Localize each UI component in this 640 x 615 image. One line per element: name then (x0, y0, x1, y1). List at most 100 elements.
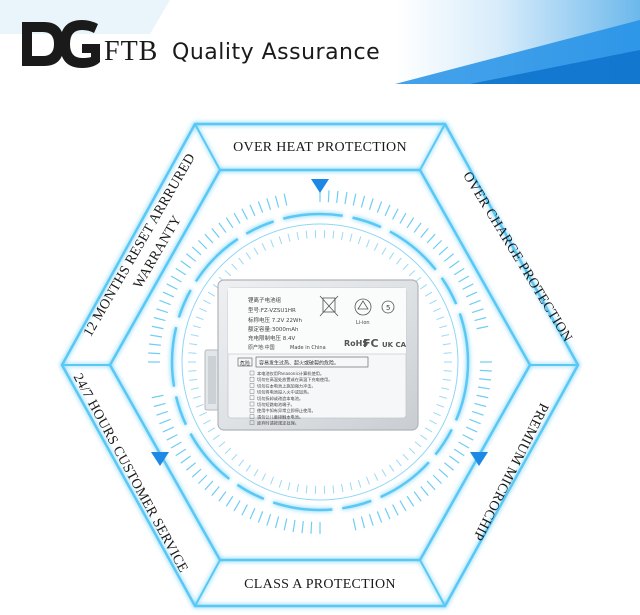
ring-tick (474, 402, 487, 408)
ring-tick (207, 427, 216, 433)
ring-tick (231, 453, 238, 461)
ring-tick (357, 236, 362, 245)
ring-tick (212, 434, 220, 440)
ring-tick (159, 299, 171, 306)
ring-tick (476, 394, 489, 399)
ring-tick (188, 370, 197, 372)
ring-tick (241, 504, 248, 516)
ring-tick (204, 233, 214, 244)
ring-tick (352, 518, 357, 531)
ring-tick (270, 476, 275, 485)
ring-tick (399, 500, 407, 512)
ring-tick (477, 386, 490, 390)
ring-tick (349, 233, 353, 242)
ring-tick (408, 447, 416, 455)
ring-tick (449, 455, 460, 464)
ring-tick (449, 260, 460, 269)
ring-tick (424, 291, 433, 297)
ring-tick (257, 511, 264, 523)
ring-tick (436, 403, 445, 408)
ring-tick (384, 507, 391, 520)
battery-made-in: Made in China (290, 345, 326, 351)
ring-tick (283, 193, 288, 206)
ring-tick (458, 441, 470, 449)
ring-tick (225, 217, 234, 229)
ring-tick (439, 325, 448, 329)
ring-tick (429, 419, 437, 425)
ring-tick (395, 459, 402, 467)
note-checkbox-icon (249, 389, 255, 394)
ring-tick (180, 260, 191, 269)
ring-tick (218, 222, 227, 233)
ring-tick (170, 441, 182, 449)
ring-tick (458, 275, 470, 283)
ring-tick (270, 239, 275, 248)
ring-tick (151, 394, 164, 399)
ring-tick (381, 469, 387, 477)
ring-tick (166, 434, 178, 441)
header-banner: FTB Quality Assurance (0, 0, 640, 84)
header-background (0, 0, 640, 84)
ring-ticks-inner (188, 230, 452, 494)
page-title: Quality Assurance (172, 40, 381, 65)
ring-tick (439, 395, 448, 399)
feature-bottom-right: PREMIUM MICROCHIP (469, 400, 550, 543)
battery-note: 请勿让儿童接触本电池。 (257, 413, 303, 420)
ring-tick (469, 418, 481, 425)
ring-tick (420, 227, 429, 239)
ring-tick (365, 239, 370, 248)
ring-tick (153, 402, 166, 408)
ring-tick (283, 518, 288, 531)
ring-tick (150, 334, 163, 338)
ring-tick (429, 299, 437, 305)
note-checkbox-icon (249, 414, 255, 419)
ring-tick (159, 418, 171, 425)
ring-tick (192, 325, 201, 329)
ring-tick (278, 479, 283, 488)
feature-bottom: CLASS A PROTECTION (244, 577, 396, 592)
ring-tick (406, 217, 415, 229)
ring-tick (233, 212, 241, 224)
ring-tick (352, 193, 357, 206)
ring-tick (368, 198, 374, 211)
ring-tick (175, 448, 187, 457)
ring-tick (224, 269, 232, 277)
ring-tick (420, 485, 429, 497)
li-ion-mark: Li-ion (356, 320, 370, 326)
ring-tick (218, 491, 227, 502)
ring-tick (442, 343, 451, 346)
ring-tick (274, 516, 280, 529)
ring-tick (402, 453, 409, 461)
battery-note: 切勿短路电池端子。 (257, 401, 295, 408)
battery-spec-2: 型号:FZ-VZSU1HR (248, 306, 296, 314)
ring-tick (245, 252, 252, 260)
ring-tick (224, 447, 232, 455)
ring-tick (384, 204, 391, 217)
arrow-right-icon (470, 452, 488, 466)
ring-tick (287, 482, 291, 491)
fc-mark: FC (363, 337, 379, 350)
ring-tick (203, 419, 211, 425)
arrow-top-icon (311, 179, 329, 193)
svg-text:5: 5 (386, 304, 390, 312)
dg-logo-icon (22, 20, 100, 68)
ring-tick (376, 201, 383, 213)
ring-tick (433, 307, 441, 313)
ring-tick (211, 485, 220, 497)
ring-tick (344, 192, 348, 205)
battery-notes: 本电池仅用Panasonic计算机使用。切勿在高温处放置或在高温下充电使用。切勿… (249, 370, 332, 427)
ring-tick (189, 378, 198, 381)
ring-tick (453, 448, 465, 457)
ring-tick (225, 495, 234, 507)
battery-origin: 原产地:中国 (248, 344, 275, 351)
ring-tick (151, 325, 164, 330)
ring-tick (392, 208, 399, 220)
note-checkbox-icon (249, 377, 255, 382)
note-checkbox-icon (249, 408, 255, 413)
ring-tick (253, 469, 259, 477)
ring-tick (392, 504, 399, 516)
ring-tick (148, 352, 161, 355)
ring-thin (181, 223, 459, 501)
ring-tick (249, 507, 256, 520)
battery-note: 切勿在本电池上施加强力冲击。 (257, 382, 316, 389)
